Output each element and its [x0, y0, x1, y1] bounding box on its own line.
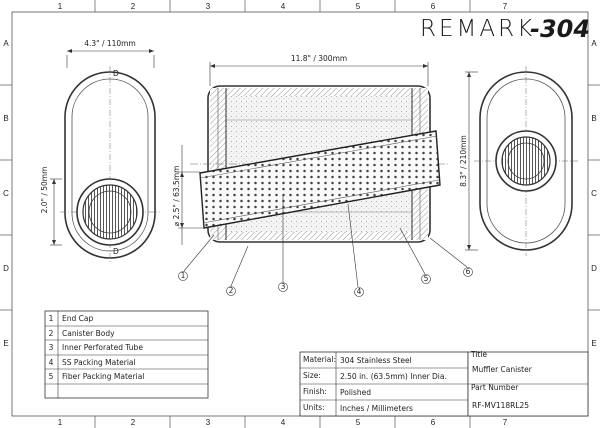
callout-6: 6 [466, 267, 471, 276]
title-label: Title [470, 350, 487, 359]
grid-col-7-bottom: 7 [503, 418, 508, 427]
spec-size-value: 2.50 in. (63.5mm) Inner Dia. [340, 372, 447, 381]
grid-row-c-left: C [3, 189, 9, 198]
grid-row-b-left: B [3, 114, 8, 123]
spec-units-label: Units: [303, 403, 325, 412]
left-height-dimension: 2.0" / 50mm [40, 167, 49, 214]
grid-col-4-bottom: 4 [281, 418, 286, 427]
legend-num-4: 4 [49, 358, 54, 367]
grid-col-6-bottom: 6 [431, 418, 436, 427]
brand-name: REMARK [420, 16, 535, 42]
title-block: Title Muffler Canister Part Number RF-MV… [467, 350, 589, 417]
parts-legend: 1 2 3 4 5 End Cap Canister Body Inner Pe… [44, 310, 209, 399]
part-number: RF-MV118RL25 [472, 401, 529, 410]
right-height-dimension: 8.3" / 210mm [459, 135, 468, 187]
grid-row-d-left: D [3, 264, 9, 273]
legend-label-canister-body: Canister Body [62, 329, 115, 338]
grid-col-4-top: 4 [281, 2, 286, 11]
legend-label-fiber-packing: Fiber Packing Material [62, 372, 144, 381]
grid-col-6-top: 6 [431, 2, 436, 11]
spec-size-label: Size: [303, 371, 321, 380]
callout-4: 4 [357, 287, 362, 296]
legend-label-end-cap: End Cap [62, 314, 93, 323]
grid-col-3-bottom: 3 [206, 418, 211, 427]
grid-row-b-right: B [591, 114, 596, 123]
callout-5: 5 [424, 274, 429, 283]
callout-3: 3 [281, 282, 286, 291]
grid-col-2-top: 2 [131, 2, 136, 11]
grid-col-5-top: 5 [356, 2, 361, 11]
spec-material-label: Material: [303, 355, 336, 364]
part-number-label: Part Number [471, 383, 519, 392]
left-d-bottom: D [113, 247, 119, 256]
legend-num-1: 1 [49, 314, 54, 323]
grid-row-a-right: A [591, 39, 597, 48]
grid-row-a-left: A [3, 39, 9, 48]
brand-suffix: -304 [530, 15, 590, 43]
legend-num-3: 3 [49, 343, 54, 352]
right-end-view: 8.3" / 210mm [459, 66, 578, 256]
center-length-dimension: 11.8" / 300mm [291, 54, 347, 63]
legend-num-5: 5 [49, 372, 54, 381]
spec-units-value: Inches / Millimeters [340, 404, 413, 413]
left-end-view: 4.3" / 110mm D D 2.0" / 50mm [40, 39, 160, 264]
spec-finish-value: Polished [340, 388, 371, 397]
callout-2: 2 [229, 286, 234, 295]
grid-row-c-right: C [591, 189, 597, 198]
grid-col-5-bottom: 5 [356, 418, 361, 427]
legend-label-ss-packing: SS Packing Material [62, 358, 136, 367]
spec-material-value: 304 Stainless Steel [340, 356, 412, 365]
callouts [178, 195, 473, 297]
left-d-top: D [113, 69, 119, 78]
left-width-dimension: 4.3" / 110mm [84, 39, 136, 48]
grid-col-3-top: 3 [206, 2, 211, 11]
grid-row-e-right: E [591, 339, 596, 348]
grid-col-7-top: 7 [503, 2, 508, 11]
legend-num-2: 2 [49, 329, 54, 338]
brand-logo: REMARK -304 [420, 15, 590, 43]
center-diameter-dimension: ⌀ 2.5" / 63.5mm [172, 166, 181, 227]
grid-row-e-left: E [3, 339, 8, 348]
legend-label-inner-tube: Inner Perforated Tube [62, 343, 143, 352]
grid-row-d-right: D [591, 264, 597, 273]
drawing-title: Muffler Canister [472, 365, 533, 374]
spec-finish-label: Finish: [303, 387, 327, 396]
grid-col-1-top: 1 [58, 2, 63, 11]
grid-col-2-bottom: 2 [131, 418, 136, 427]
spec-table: Material: Size: Finish: Units: 304 Stain… [299, 351, 469, 417]
callout-1: 1 [181, 271, 186, 280]
grid-col-1-bottom: 1 [58, 418, 63, 427]
center-section-view: 11.8" / 300mm ⌀ [172, 54, 448, 245]
